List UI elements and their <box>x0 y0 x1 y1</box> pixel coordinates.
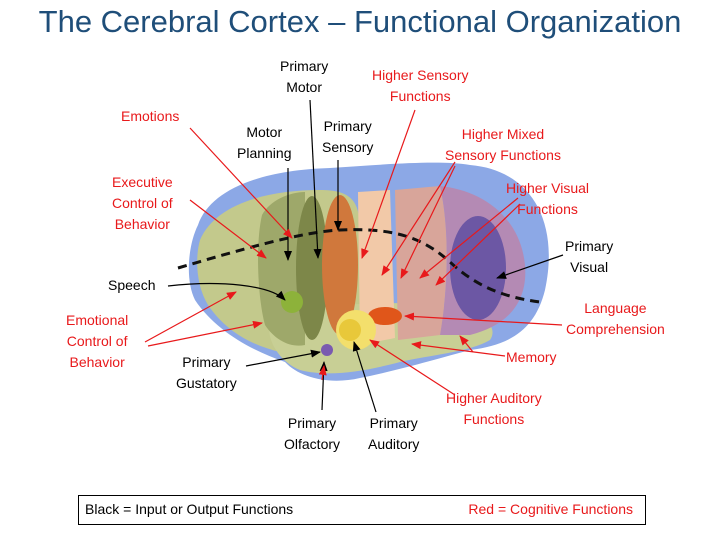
arrow-higher-sensory <box>361 109 416 259</box>
label-memory: Memory <box>506 349 557 365</box>
primary-motor-region <box>296 196 328 340</box>
arrow-primary-motor <box>309 99 322 259</box>
arrow-executive-control <box>189 199 267 259</box>
legend-box: Black = Input or Output Functions Red = … <box>78 495 646 525</box>
primary-visual-region <box>450 216 506 320</box>
auditory-area-inner <box>339 319 361 341</box>
midline-dashed-line <box>177 228 541 304</box>
arrow-language-comprehension <box>404 312 563 326</box>
arrow-higher-visual-2 <box>435 203 521 286</box>
higher-sensory-region <box>358 190 395 345</box>
label-higher-auditory: Higher Auditory Functions <box>446 390 542 427</box>
arrow-emotional-control-2 <box>147 320 263 347</box>
arrow-gustatory-red <box>318 365 327 381</box>
label-executive-control: Executive Control of Behavior <box>112 174 173 232</box>
arrow-emotions <box>189 127 293 239</box>
arrow-higher-mixed-sensory-2 <box>400 165 456 279</box>
arrow-higher-visual-1 <box>419 197 519 279</box>
label-primary-visual: Primary Visual <box>565 238 614 275</box>
label-higher-visual: Higher Visual Functions <box>506 180 590 217</box>
page-title: The Cerebral Cortex – Functional Organiz… <box>38 4 682 39</box>
arrow-higher-mixed-sensory-1 <box>381 161 456 276</box>
label-higher-mixed-sensory: Higher Mixed Sensory Functions <box>445 126 561 163</box>
speech-area <box>281 291 303 313</box>
label-primary-auditory: Primary Auditory <box>368 415 420 452</box>
label-higher-sensory: Higher Sensory Functions <box>372 67 469 104</box>
label-emotional-control: Emotional Control of Behavior <box>66 312 129 370</box>
arrow-memory-1 <box>411 341 506 357</box>
gustatory-area <box>321 344 333 356</box>
language-area <box>368 307 402 325</box>
arrow-memory-2 <box>459 335 474 353</box>
arrow-primary-visual <box>496 254 564 279</box>
label-primary-olfactory: Primary Olfactory <box>284 415 341 452</box>
arrow-primary-auditory <box>352 341 377 413</box>
label-primary-sensory: Primary Sensory <box>322 118 374 155</box>
label-primary-motor: Primary Motor <box>280 58 329 95</box>
label-primary-gustatory: Primary Gustatory <box>176 354 237 391</box>
arrow-speech <box>167 282 286 301</box>
label-language-comprehension: Language Comprehension <box>566 300 665 337</box>
label-speech: Speech <box>108 277 156 293</box>
arrow-higher-auditory <box>369 339 456 396</box>
arrow-primary-gustatory <box>245 349 321 367</box>
higher-mixed-sensory-region <box>395 186 447 340</box>
label-emotions: Emotions <box>121 108 180 124</box>
legend-red-text: Red = Cognitive Functions <box>468 501 633 517</box>
label-motor-planning: Motor Planning <box>237 124 292 161</box>
arrow-emotional-control-1 <box>144 291 237 343</box>
legend-black-text: Black = Input or Output Functions <box>85 501 294 517</box>
